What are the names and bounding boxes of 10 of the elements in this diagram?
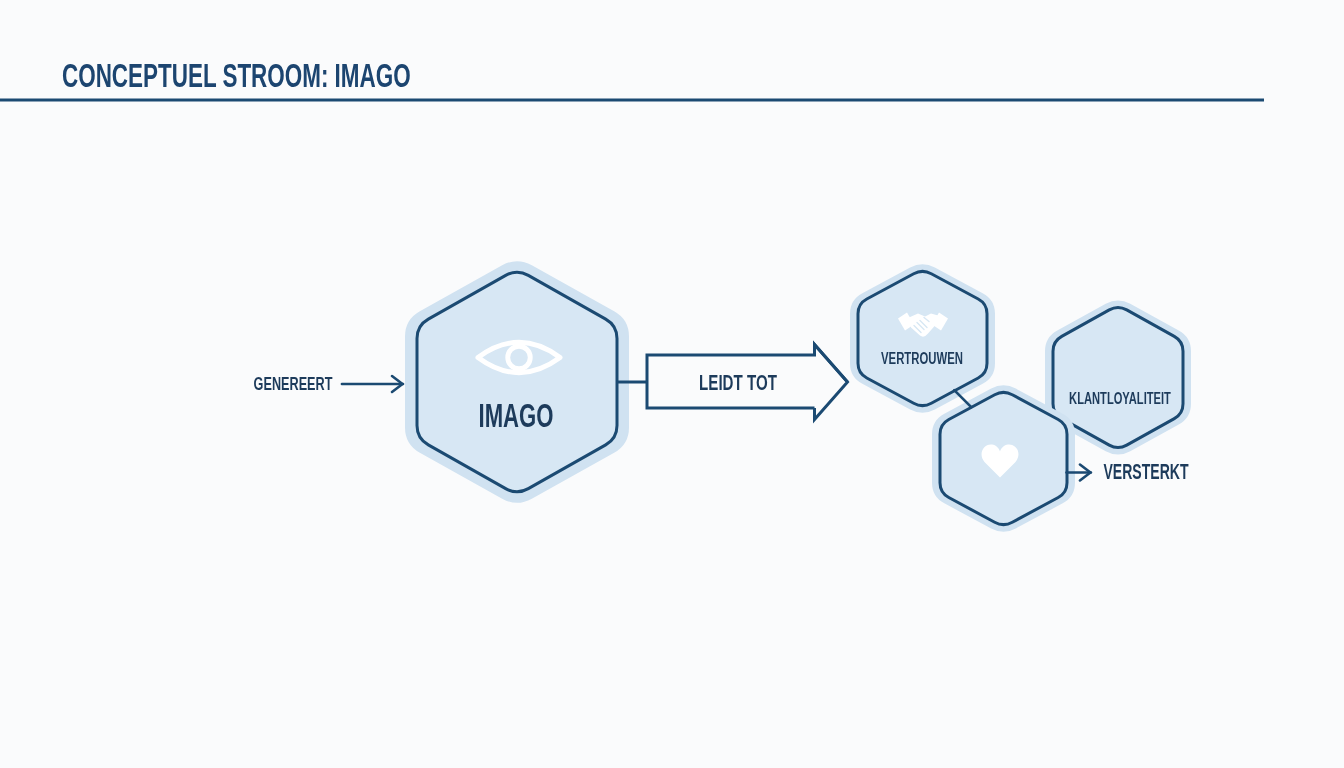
connector-line (952, 388, 973, 409)
diagram-title: CONCEPTUEL STROOM: IMAGO (62, 58, 411, 92)
node-label: IMAGO (478, 399, 554, 433)
arrow (1065, 463, 1093, 482)
node-label: KLANTLOYALITEIT (1068, 390, 1171, 407)
node-label: VERTROUWEN (881, 349, 963, 368)
arrow (340, 374, 405, 394)
flow-label: GENEREERT (253, 374, 332, 394)
hexagon-node (1045, 297, 1191, 458)
flow-label: VERSTERKT (1102, 461, 1189, 484)
